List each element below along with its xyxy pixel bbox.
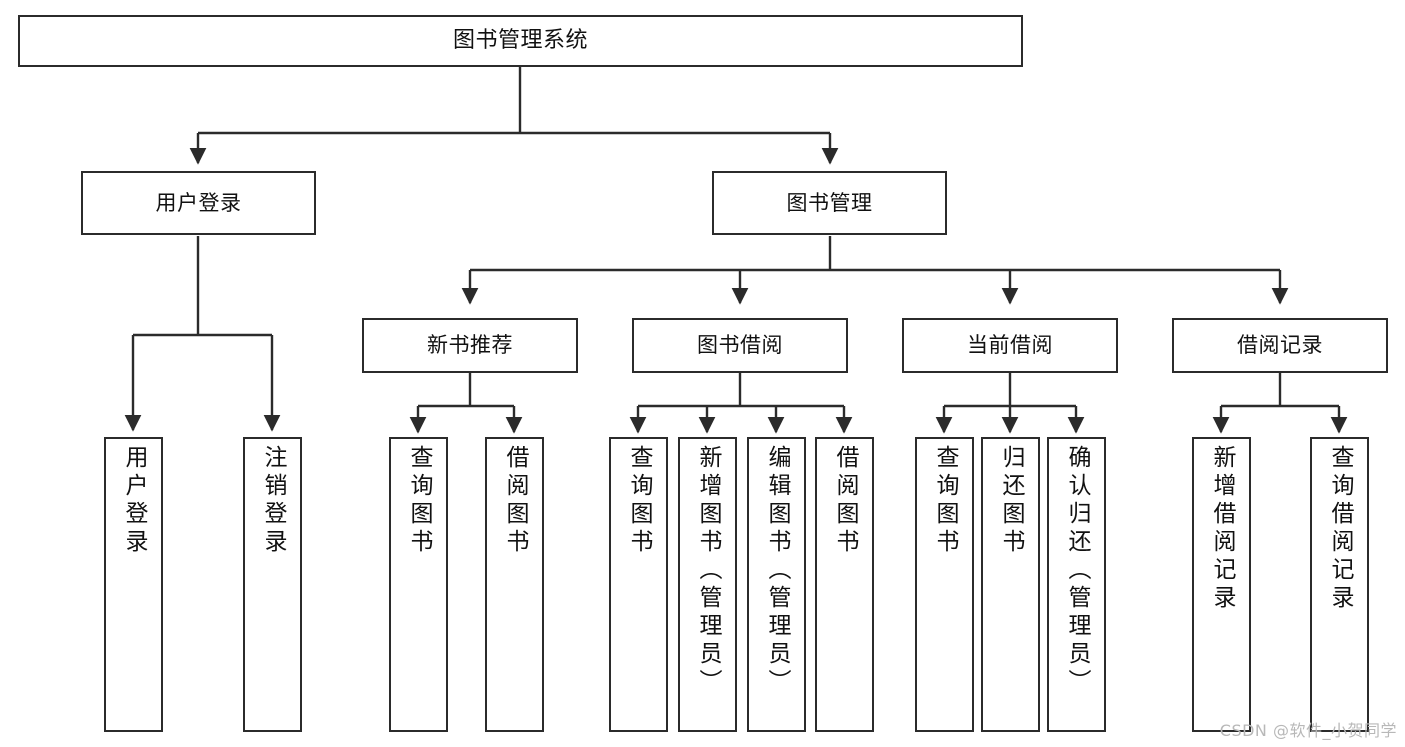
node-root[interactable]: 图书管理系统 [18, 15, 1023, 67]
node-book-borrow-label: 图书借阅 [697, 333, 783, 358]
node-current-borrow[interactable]: 当前借阅 [902, 318, 1118, 373]
node-root-label: 图书管理系统 [452, 27, 588, 53]
node-borrow-record-label: 借阅记录 [1237, 333, 1323, 358]
node-leaf-add-record-label: 新增借阅记录 [1209, 445, 1235, 613]
node-new-book-rec[interactable]: 新书推荐 [362, 318, 578, 373]
node-leaf-query-book-2-label: 查询图书 [626, 445, 652, 557]
node-book-manage[interactable]: 图书管理 [712, 171, 947, 235]
node-leaf-add-book-label: 新增图书（管理员） [695, 445, 721, 697]
node-leaf-user-login-label: 用户登录 [121, 445, 147, 557]
node-leaf-borrow-book-1-label: 借阅图书 [502, 445, 528, 557]
node-book-borrow[interactable]: 图书借阅 [632, 318, 848, 373]
node-leaf-query-book-2[interactable]: 查询图书 [609, 437, 668, 732]
node-leaf-return-book-label: 归还图书 [998, 445, 1024, 557]
node-leaf-borrow-book-2-label: 借阅图书 [832, 445, 858, 557]
node-leaf-query-record-label: 查询借阅记录 [1327, 445, 1353, 613]
node-leaf-borrow-book-2[interactable]: 借阅图书 [815, 437, 874, 732]
node-user-login-label: 用户登录 [155, 190, 242, 215]
node-leaf-user-login[interactable]: 用户登录 [104, 437, 163, 732]
node-leaf-confirm-return-label: 确认归还（管理员） [1064, 445, 1090, 697]
watermark: CSDN @软件_小贺同学 [1219, 721, 1397, 740]
node-user-login[interactable]: 用户登录 [81, 171, 316, 235]
node-current-borrow-label: 当前借阅 [967, 333, 1053, 358]
node-new-book-rec-label: 新书推荐 [427, 333, 513, 358]
node-leaf-edit-book-label: 编辑图书（管理员） [764, 445, 790, 697]
node-leaf-query-record[interactable]: 查询借阅记录 [1310, 437, 1369, 732]
node-leaf-confirm-return[interactable]: 确认归还（管理员） [1047, 437, 1106, 732]
node-leaf-edit-book[interactable]: 编辑图书（管理员） [747, 437, 806, 732]
node-leaf-borrow-book-1[interactable]: 借阅图书 [485, 437, 544, 732]
node-leaf-add-record[interactable]: 新增借阅记录 [1192, 437, 1251, 732]
node-leaf-user-logout[interactable]: 注销登录 [243, 437, 302, 732]
node-leaf-query-book-1[interactable]: 查询图书 [389, 437, 448, 732]
node-leaf-add-book[interactable]: 新增图书（管理员） [678, 437, 737, 732]
node-leaf-query-book-1-label: 查询图书 [406, 445, 432, 557]
node-borrow-record[interactable]: 借阅记录 [1172, 318, 1388, 373]
node-leaf-query-book-3[interactable]: 查询图书 [915, 437, 974, 732]
node-leaf-return-book[interactable]: 归还图书 [981, 437, 1040, 732]
node-leaf-query-book-3-label: 查询图书 [932, 445, 958, 557]
node-book-manage-label: 图书管理 [786, 190, 873, 215]
node-leaf-user-logout-label: 注销登录 [260, 445, 286, 557]
